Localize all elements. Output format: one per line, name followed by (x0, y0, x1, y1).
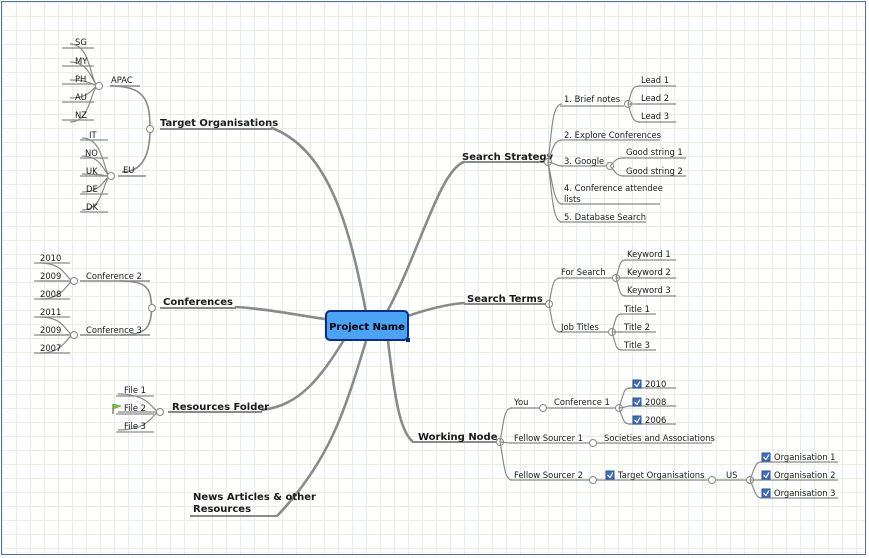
explore-conferences[interactable]: 2. Explore Conferences (564, 130, 661, 140)
apac-item[interactable]: AU (75, 92, 87, 102)
conference-1-year[interactable]: 2008 (645, 397, 666, 407)
checkbox-icon[interactable] (632, 379, 642, 389)
news-label-line-1[interactable]: News Articles & other (193, 492, 316, 503)
conference-3-year[interactable]: 2007 (40, 343, 61, 353)
brief-notes-label[interactable]: 1. Brief notes (564, 94, 620, 104)
news-label-line-2[interactable]: Resources (193, 504, 251, 515)
apac-label[interactable]: APAC (111, 75, 133, 85)
checkbox-icon[interactable] (761, 470, 771, 480)
conferences-label[interactable]: Conferences (163, 297, 233, 308)
conference-1-year[interactable]: 2010 (645, 379, 666, 389)
checkbox-icon[interactable] (761, 452, 771, 462)
keyword-item[interactable]: Keyword 1 (627, 249, 671, 259)
conferences-branch: Conferences Conference 2 Conference 3 20… (34, 253, 236, 354)
keyword-item[interactable]: Keyword 3 (627, 285, 671, 295)
conference-2-label[interactable]: Conference 2 (86, 271, 142, 281)
target-organisations-label[interactable]: Target Organisations (160, 118, 278, 129)
us-label[interactable]: US (726, 470, 737, 480)
conference-3-label[interactable]: Conference 3 (86, 325, 142, 335)
conference-3-year[interactable]: 2011 (40, 307, 61, 317)
title-item[interactable]: Title 1 (623, 304, 650, 314)
google-label[interactable]: 3. Google (564, 156, 604, 166)
search-strategy-branch: Search Strategy 1. Brief notes 2. Explor… (462, 75, 686, 223)
resource-file[interactable]: File 1 (124, 385, 146, 395)
resources-folder-label[interactable]: Resources Folder (172, 402, 269, 413)
google-string[interactable]: Good string 2 (626, 166, 683, 176)
eu-item[interactable]: NO (85, 148, 98, 158)
fellow-sourcer-1[interactable]: Fellow Sourcer 1 (514, 433, 583, 443)
conference-2-year[interactable]: 2010 (40, 253, 61, 263)
organisation-item[interactable]: Organisation 3 (774, 488, 836, 498)
conference-attendee-line-2[interactable]: lists (564, 194, 581, 204)
root-node-label[interactable]: Project Name (329, 322, 405, 333)
fellow-sourcer-2[interactable]: Fellow Sourcer 2 (514, 470, 583, 480)
checkbox-icon[interactable] (761, 488, 771, 498)
checkbox-icon[interactable] (632, 397, 642, 407)
conference-attendee-line-1[interactable]: 4. Conference attendee (564, 183, 663, 193)
resources-folder-branch: Resources Folder File 1 File 2 File 3 (112, 385, 269, 433)
google-string[interactable]: Good string 1 (626, 147, 683, 157)
search-strategy-label[interactable]: Search Strategy (462, 152, 554, 163)
societies-associations[interactable]: Societies and Associations (604, 433, 715, 443)
job-titles-label[interactable]: Job Titles (560, 322, 599, 332)
apac-item[interactable]: SG (75, 37, 87, 47)
working-node-label[interactable]: Working Node (418, 432, 498, 443)
for-search-label[interactable]: For Search (561, 267, 606, 277)
organisation-item[interactable]: Organisation 1 (774, 452, 836, 462)
checkbox-icon[interactable] (632, 415, 642, 425)
resource-file[interactable]: File 3 (124, 421, 146, 431)
conference-2-year[interactable]: 2008 (40, 289, 61, 299)
lead-item[interactable]: Lead 1 (641, 75, 669, 85)
target-organisations-node[interactable]: Target Organisations (617, 470, 704, 480)
conference-2-year[interactable]: 2009 (40, 271, 61, 281)
database-search[interactable]: 5. Database Search (564, 212, 646, 222)
eu-item[interactable]: UK (86, 166, 98, 176)
apac-item[interactable]: MY (75, 56, 88, 66)
checkbox-icon[interactable] (605, 470, 615, 480)
conference-3-year[interactable]: 2009 (40, 325, 61, 335)
root-node[interactable]: Project Name (325, 310, 410, 342)
eu-item[interactable]: DK (86, 202, 98, 212)
lead-item[interactable]: Lead 3 (641, 111, 669, 121)
conference-1-year[interactable]: 2006 (645, 415, 666, 425)
keyword-item[interactable]: Keyword 2 (627, 267, 671, 277)
flag-icon (112, 403, 122, 414)
eu-label[interactable]: EU (123, 165, 134, 175)
apac-item[interactable]: NZ (75, 110, 87, 120)
resource-file[interactable]: File 2 (124, 403, 146, 413)
search-terms-label[interactable]: Search Terms (467, 294, 543, 305)
eu-item[interactable]: IT (89, 130, 97, 140)
lead-item[interactable]: Lead 2 (641, 93, 669, 103)
apac-item[interactable]: PH (75, 74, 86, 84)
target-organisations-branch: Target Organisations APAC SG MY PH AU NZ… (62, 37, 278, 213)
search-terms-branch: Search Terms For Search Job Titles Keywo… (464, 249, 676, 351)
working-node-branch: Working Node You Fellow Sourcer 1 Fellow… (412, 379, 838, 499)
conference-1-label[interactable]: Conference 1 (554, 397, 610, 407)
news-branch: News Articles & other Resources (190, 492, 316, 517)
you-label[interactable]: You (513, 397, 528, 407)
eu-item[interactable]: DE (86, 184, 98, 194)
title-item[interactable]: Title 2 (623, 322, 650, 332)
organisation-item[interactable]: Organisation 2 (774, 470, 836, 480)
title-item[interactable]: Title 3 (623, 340, 650, 350)
